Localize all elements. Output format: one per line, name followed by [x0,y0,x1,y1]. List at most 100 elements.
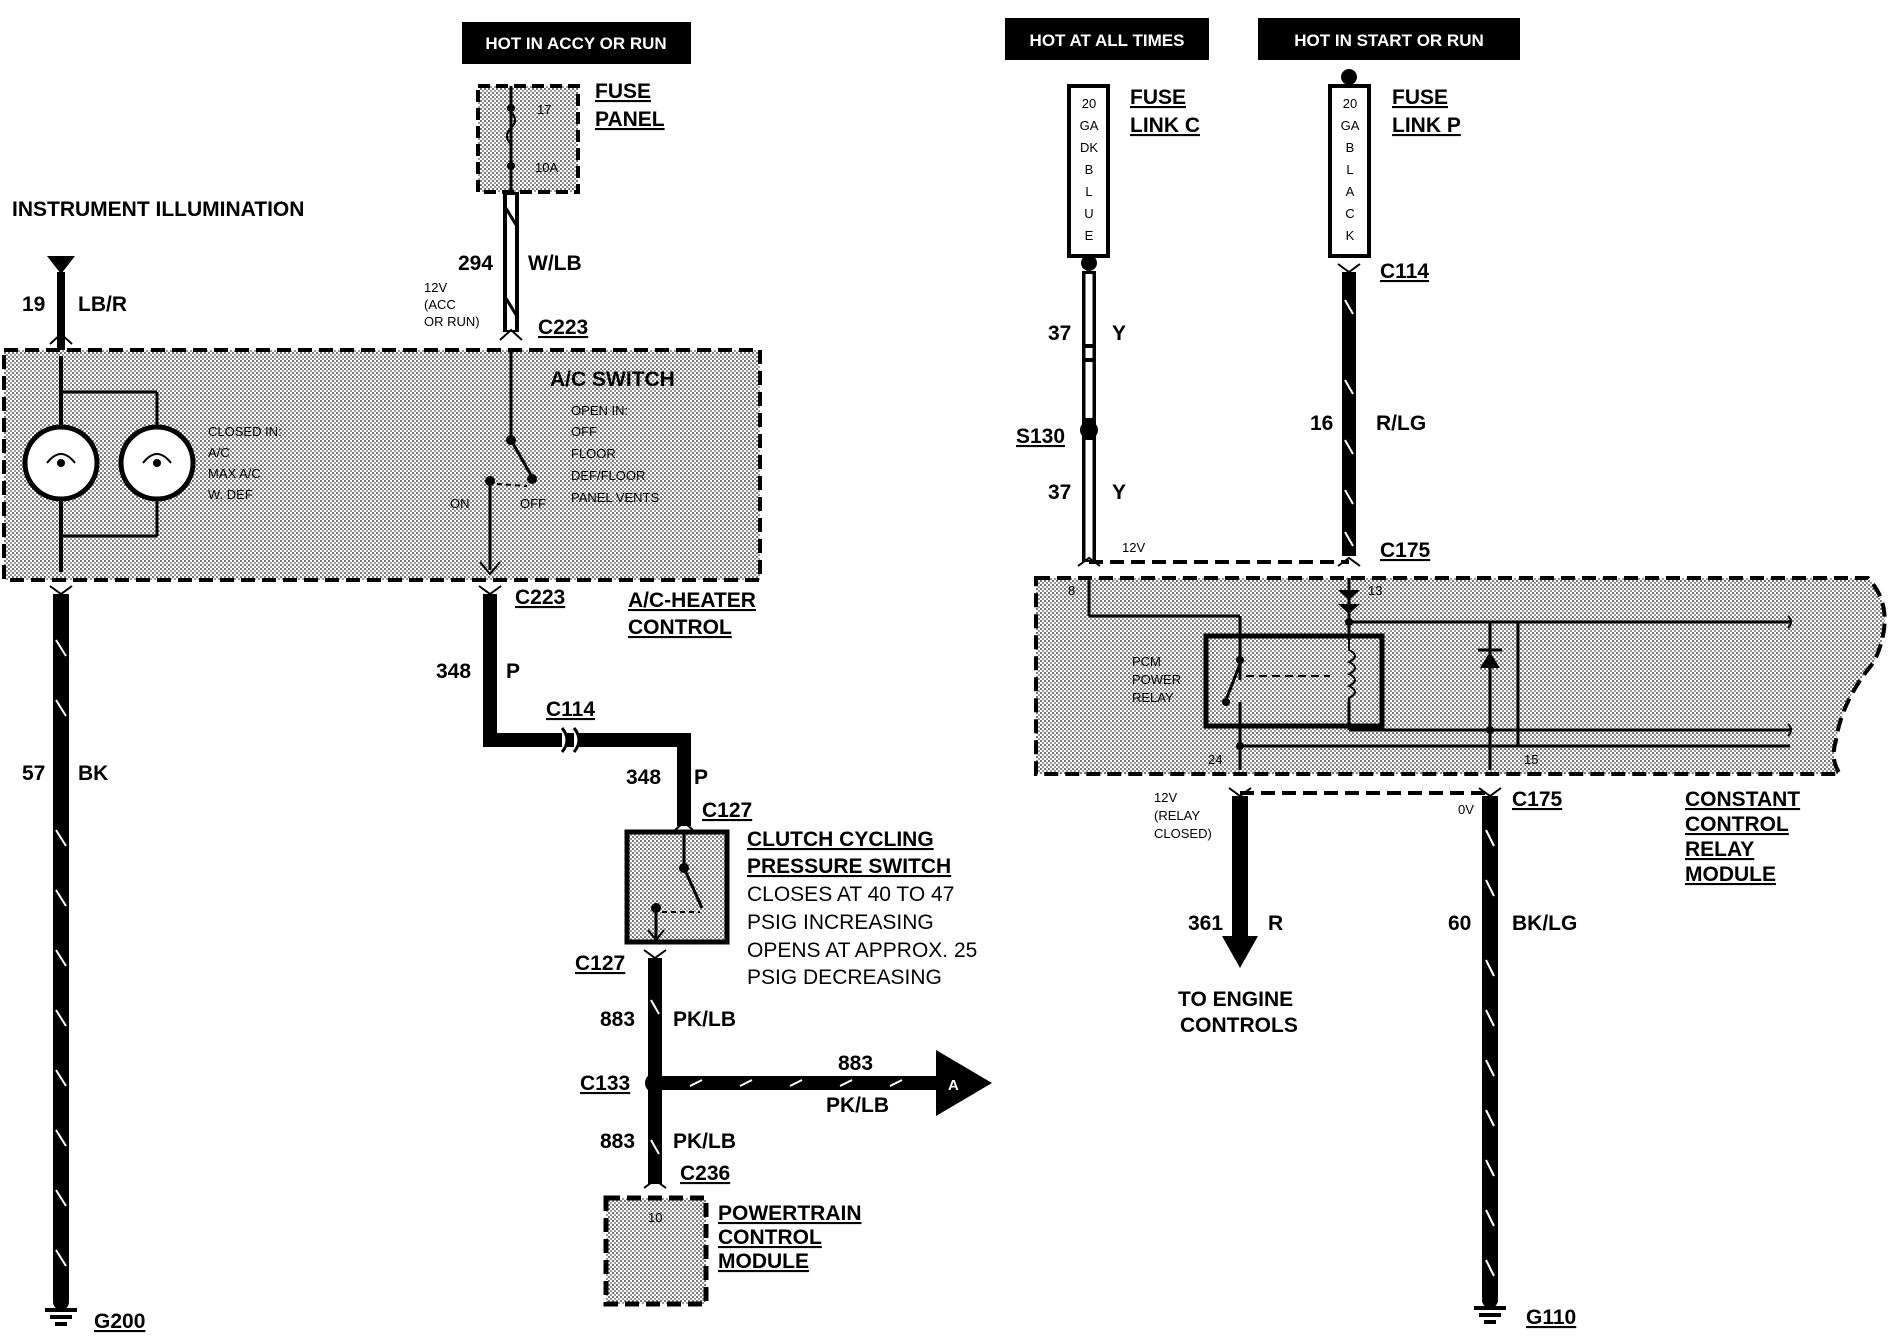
clutch-switch-desc-4: PSIG DECREASING [747,966,942,989]
fuse-link-c-label-2: LINK C [1130,114,1200,137]
wire-883b-number: 883 [600,1130,635,1153]
open-def-label: DEF/FLOOR [571,468,645,483]
fuse-link-p-char: K [1346,228,1355,243]
fuse-link-c-char: L [1085,184,1092,199]
fuse-link-p-char: B [1346,140,1355,155]
wire-37-number: 37 [1048,322,1071,345]
svg-text:HOT IN ACCY OR RUN: HOT IN ACCY OR RUN [485,34,666,53]
c175-top-connector: C175 [1380,539,1431,562]
c114-right-connector: C114 [1380,260,1429,283]
arrow-a-label: A [948,1077,959,1094]
switch-on-label: ON [450,496,470,511]
wire-16-number: 16 [1310,412,1333,435]
relay-input-voltage: 12V [1122,540,1145,555]
zero-volt-label: 0V [1458,802,1474,817]
wire-348b-number: 348 [626,766,661,789]
c127-bottom-connector: C127 [575,952,625,975]
ac-heater-control-label-2: CONTROL [628,616,732,639]
wire-883-right-color: PK/LB [826,1094,889,1117]
c236-connector: C236 [680,1162,730,1185]
illumination-bulbs [22,356,196,572]
down-arrow-icon [1222,936,1258,968]
svg-text:HOT AT ALL TIMES: HOT AT ALL TIMES [1030,31,1185,50]
clutch-switch-title-2: PRESSURE SWITCH [747,855,951,878]
c223-top-connector: C223 [538,316,588,339]
wire-883-right-number: 883 [838,1052,873,1075]
instrument-illumination-label: INSTRUMENT ILLUMINATION [12,198,304,221]
wire-294-color: W/LB [528,252,582,275]
wire-348b-color: P [694,766,708,789]
ground-icon [45,1294,77,1326]
ground-icon [1474,1292,1506,1324]
diode-icon [1480,652,1500,668]
c127-top-connector: C127 [702,799,752,822]
wire-294-number: 294 [458,252,493,275]
fuse-link-p-char: 20 [1343,96,1357,111]
fuse-link-c-char: U [1084,206,1093,221]
wire-361-color: R [1268,912,1283,935]
hot-accy-run-badge: HOT IN ACCY OR RUN [462,22,691,64]
fuse-link-p-label: FUSE [1392,86,1448,109]
clutch-cycling-pressure-switch [624,829,730,945]
pin-8-label: 8 [1068,583,1075,598]
open-off-label: OFF [571,424,597,439]
splice-s130 [1080,421,1098,439]
pcm-label-2: CONTROL [718,1226,822,1249]
fuse-link-p-char: GA [1341,118,1360,133]
ac-switch-label: A/C SWITCH [550,368,675,391]
illumination-source-icon [47,256,75,274]
wire-16-color: R/LG [1376,412,1426,435]
fuse-link-c-char: DK [1080,140,1098,155]
fuse-link-c-label: FUSE [1130,86,1186,109]
ac-heater-control-label: A/C-HEATER [628,589,756,612]
fuse-link-c-char: B [1085,162,1094,177]
clutch-switch-desc-2: PSIG INCREASING [747,911,934,934]
wire-361-number: 361 [1188,912,1223,935]
g110-ground-label: G110 [1526,1306,1576,1329]
wire-37-color: Y [1112,322,1126,345]
fuse-panel-label-2: PANEL [595,108,665,131]
clutch-switch-desc: CLOSES AT 40 TO 47 [747,883,954,906]
to-engine-controls-label-2: CONTROLS [1180,1014,1298,1037]
c133-connector: C133 [580,1072,630,1095]
svg-text:HOT IN START OR RUN: HOT IN START OR RUN [1294,31,1484,50]
svg-text:10: 10 [648,1210,662,1225]
ccrm-label-2: CONTROL [1685,813,1789,836]
pcm-label: POWERTRAIN [718,1202,862,1225]
ccrm-label-4: MODULE [1685,863,1776,886]
pcm-relay-label-3: RELAY [1132,690,1174,705]
connector-c223-top [499,328,523,341]
fuse-link-p-char: C [1345,206,1354,221]
acc-voltage-label-2: (ACC [424,297,456,312]
c114-left-connector: C114 [546,698,595,721]
closed-wdef-label: W. DEF [208,487,253,502]
to-engine-controls-label: TO ENGINE [1178,988,1293,1011]
acc-voltage-label-3: OR RUN) [424,314,480,329]
wire-883b-color: PK/LB [673,1130,736,1153]
wire-348 [483,594,691,826]
c223-bottom-connector: C223 [515,586,565,609]
wire-60-number: 60 [1448,912,1471,935]
powertrain-control-module: 10 [603,1195,709,1307]
fuse-link-c-char: 20 [1082,96,1096,111]
wire-19-color: LB/R [78,293,127,316]
fuse-link-c-char: GA [1080,118,1099,133]
open-in-label: OPEN IN: [571,403,628,418]
wire-37b-color: Y [1112,481,1126,504]
arrow-a-icon [936,1050,992,1116]
relay-closed-voltage-3: CLOSED) [1154,826,1212,841]
pcm-power-relay [1087,578,1792,770]
c175-bottom-connector: C175 [1512,788,1563,811]
wire-57-color: BK [78,762,108,785]
fuse-link-c-char: E [1085,228,1094,243]
acc-voltage-label: 12V [424,280,447,295]
clutch-switch-desc-3: OPENS AT APPROX. 25 [747,939,977,962]
fuse-panel: 17 10A [476,84,580,194]
wire-60-color: BK/LG [1512,912,1577,935]
fuse-link-p-char: A [1346,184,1355,199]
switch-off-label: OFF [520,496,546,511]
hot-all-times-badge: HOT AT ALL TIMES [1005,18,1209,60]
